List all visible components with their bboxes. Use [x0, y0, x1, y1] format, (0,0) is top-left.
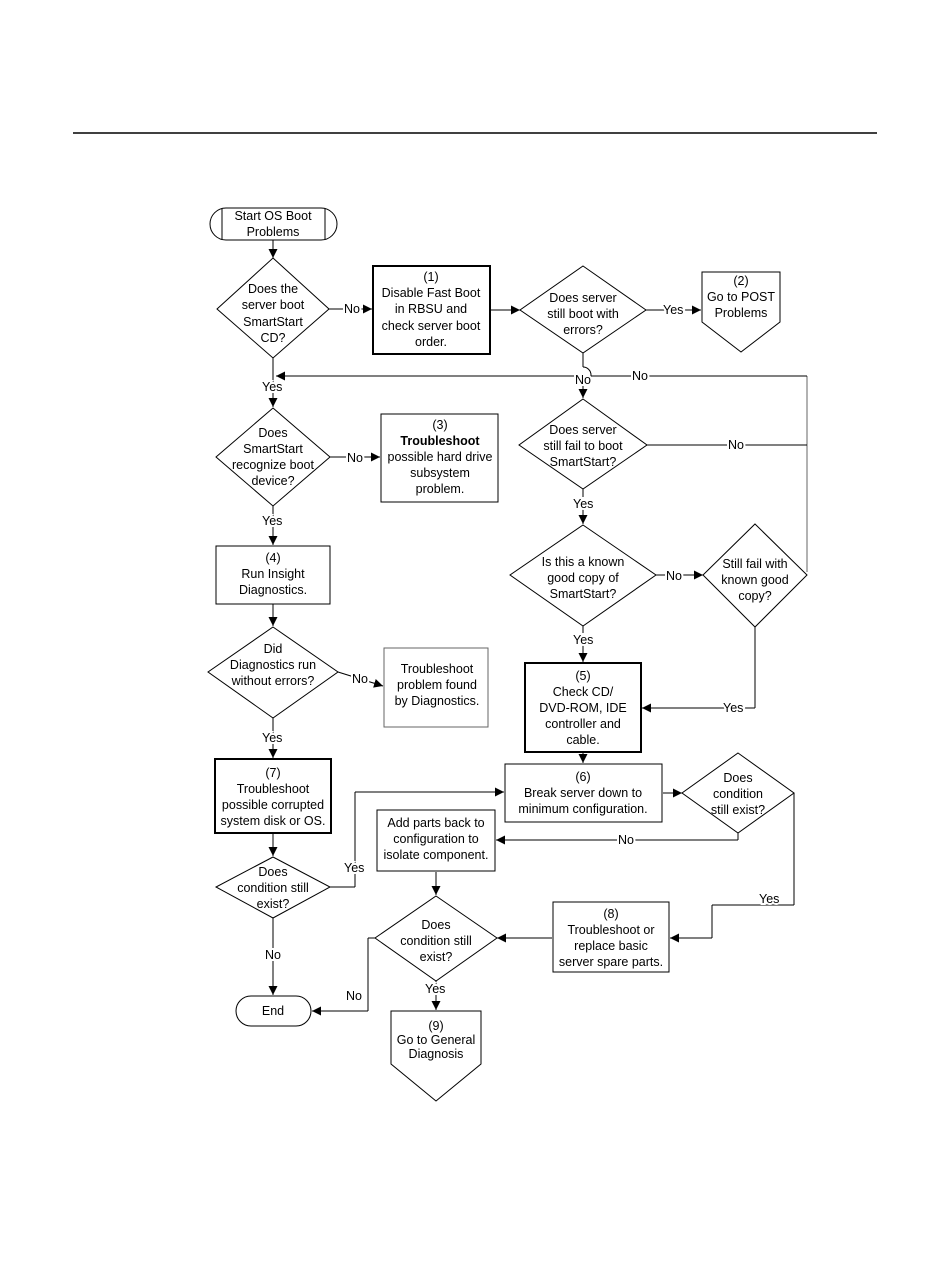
label-yes-fail-smartstart: Yes	[573, 497, 593, 511]
label-yes-boot-cd: Yes	[262, 380, 282, 394]
label-yes-post: Yes	[663, 303, 683, 317]
label-no-cond6: No	[618, 833, 634, 847]
label-no-fail-smartstart: No	[728, 438, 744, 452]
label-no-boot-cd: No	[344, 302, 360, 316]
label-no-recognize: No	[347, 451, 363, 465]
end-terminator: End	[235, 995, 312, 1027]
label-yes-still-fail-known: Yes	[723, 701, 743, 715]
label-no-cond7: No	[265, 948, 281, 962]
label-no-cond8: No	[346, 989, 362, 1003]
label-no-return: No	[632, 369, 648, 383]
label-no-still-boot: No	[575, 373, 591, 387]
label-yes-recognize: Yes	[262, 514, 282, 528]
label-yes-cond7: Yes	[344, 861, 364, 875]
label-no-diag: No	[352, 672, 368, 686]
start-text-1: Problems	[247, 225, 300, 239]
label-yes-cond8: Yes	[425, 982, 445, 996]
svg-text:End: End	[262, 1004, 284, 1018]
start-text-0: Start OS Boot	[234, 209, 312, 223]
edge-labels: No Yes No No Yes No No Yes Yes No Yes No…	[260, 300, 781, 1005]
connectors	[268, 240, 808, 1016]
label-no-known-good: No	[666, 569, 682, 583]
label-yes-cond6: Yes	[759, 892, 779, 906]
label-yes-diag: Yes	[262, 731, 282, 745]
label-yes-known-good: Yes	[573, 633, 593, 647]
